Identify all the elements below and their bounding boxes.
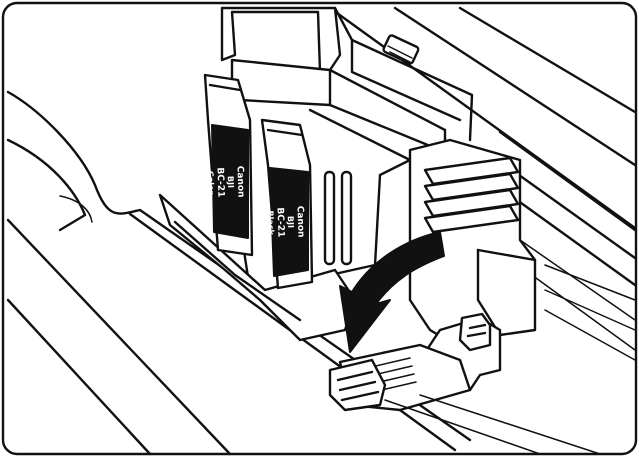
- rotate-arrow-icon: [339, 231, 445, 353]
- latch-tab: [382, 34, 420, 65]
- ribbed-housing: [408, 138, 636, 362]
- cartridge-label-line: BJI: [286, 216, 295, 228]
- cartridge-label-line: Color: [206, 171, 216, 195]
- cover-flap: [220, 6, 474, 142]
- cartridge-label-line: BC-21: [274, 207, 285, 237]
- ink-cartridge-color: Canon BJI BC-21 Color: [203, 73, 254, 257]
- cartridge-brand: Canon: [234, 166, 245, 198]
- cartridge-lock-lever: [328, 312, 601, 455]
- holder-slot: [340, 170, 353, 266]
- cartridge-label-line: BJI: [226, 176, 235, 188]
- cartridge-label-line: BC-21: [214, 167, 225, 197]
- ink-cartridge-black: Canon BJI BC-21 Black: [260, 118, 314, 290]
- cartridge-brand: Canon: [294, 206, 305, 238]
- cartridge-label-line: Black: [266, 210, 276, 235]
- holder-slot: [323, 170, 336, 266]
- carriage-rail: [328, 6, 637, 351]
